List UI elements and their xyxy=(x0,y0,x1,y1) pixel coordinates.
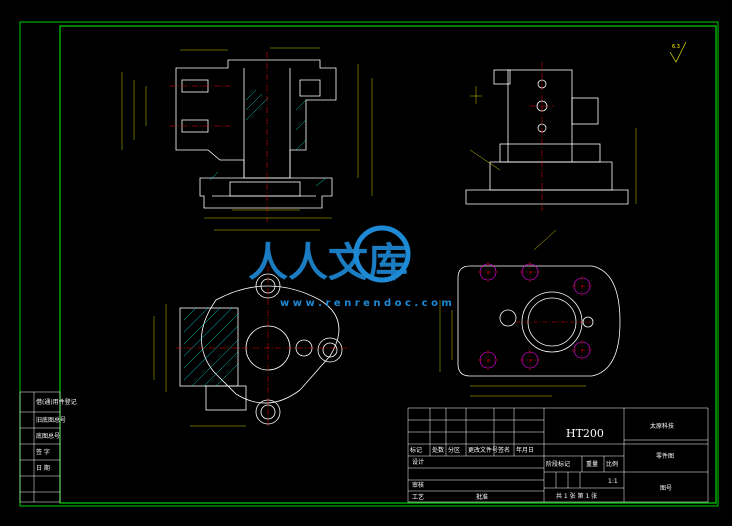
watermark-logo xyxy=(353,225,411,283)
approve-label: 批准 xyxy=(476,493,488,501)
roughness-symbol xyxy=(669,41,687,63)
front-view-dimensions xyxy=(121,47,373,231)
material-label: HT200 xyxy=(566,427,604,440)
side-table-row-4: 签 字 xyxy=(36,448,50,456)
watermark-title: 人人文库 xyxy=(248,240,408,286)
bottom-view-centerlines xyxy=(478,262,592,370)
side-table-row-2: 旧底图总号 xyxy=(36,416,66,424)
top-view-centerlines xyxy=(176,266,350,428)
front-view-hatch xyxy=(209,89,327,187)
side-table-row-5: 日 期 xyxy=(36,464,50,472)
side-table xyxy=(19,391,61,503)
row-label-mark: 标记 xyxy=(410,446,422,454)
process-label: 工艺 xyxy=(412,493,424,501)
scale-value: 1:1 xyxy=(608,478,618,485)
front-view-centerlines xyxy=(170,52,268,222)
front-view[interactable] xyxy=(175,59,337,209)
watermark-url: w w w . r e n r e n d o c . c o m xyxy=(280,298,452,309)
row-label-change: 更改文件号 xyxy=(468,446,498,454)
bottom-view-dimensions xyxy=(439,229,586,397)
scale-label: 比例 xyxy=(606,460,618,468)
sheet-info: 共 1 张 第 1 张 xyxy=(556,492,597,500)
row-label-count: 处数 xyxy=(432,446,444,454)
drawing-type-label: 零件图 xyxy=(656,452,674,460)
top-view-hatch xyxy=(183,307,239,387)
drawing-frame xyxy=(19,21,719,507)
top-view-dimensions xyxy=(153,304,246,427)
review-label: 审核 xyxy=(412,481,424,489)
side-view[interactable] xyxy=(465,69,629,205)
design-label: 设计 xyxy=(412,458,424,466)
side-table-row-1: 借(通)用件登记 xyxy=(36,398,77,406)
side-table-row-3: 底图总号 xyxy=(36,432,60,440)
weight-label: 重量 xyxy=(586,460,598,468)
row-label-zone: 分区 xyxy=(448,446,460,454)
side-view-dimensions xyxy=(469,86,637,204)
company-label: 太原科技 xyxy=(650,422,674,430)
drawing-no-label: 图号 xyxy=(660,485,672,492)
title-block xyxy=(407,407,709,503)
row-label-date: 年月日 xyxy=(516,446,534,454)
roughness-value: 6.3 xyxy=(672,44,680,50)
row-label-sign: 签名 xyxy=(498,446,510,454)
stage-label: 阶段标记 xyxy=(546,460,570,468)
side-view-centerlines xyxy=(530,62,554,212)
